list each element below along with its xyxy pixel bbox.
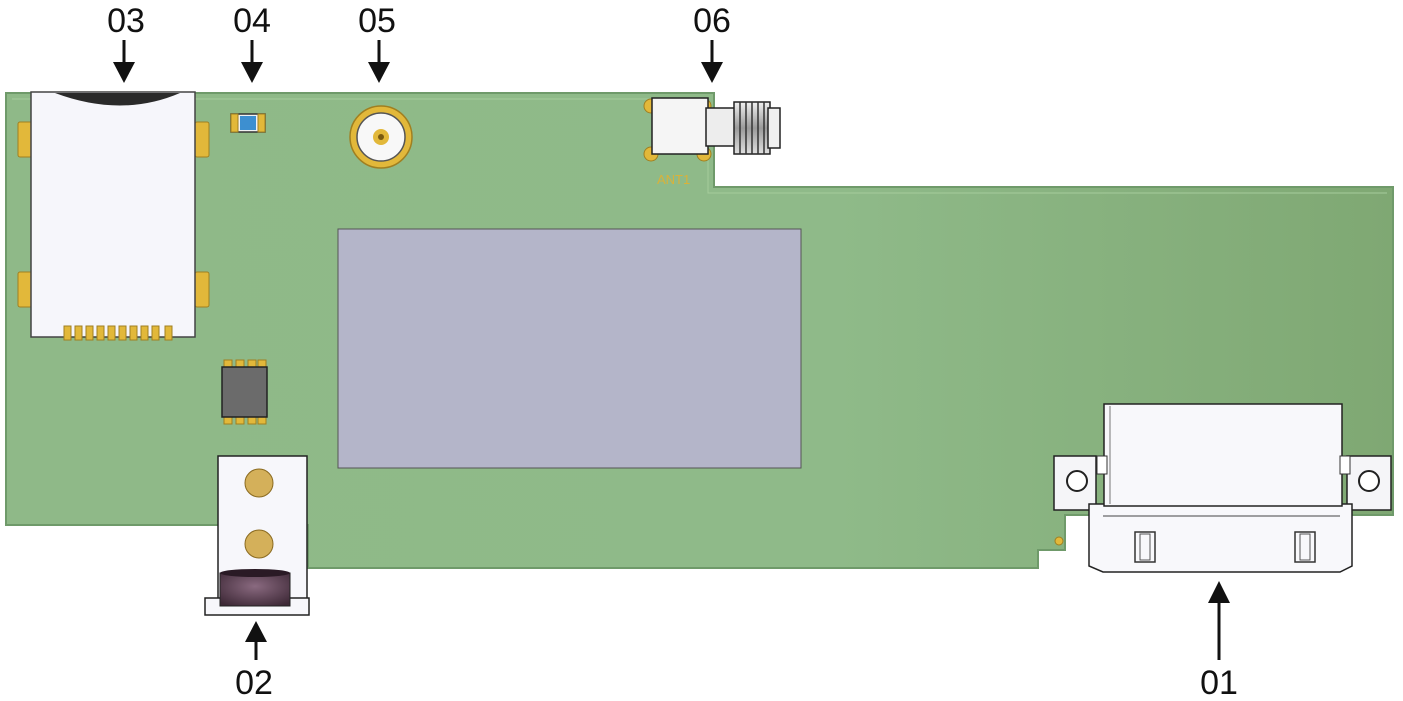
coax-connector	[349, 105, 413, 169]
callout-02: 02	[235, 621, 273, 701]
callout-03-arrow-head	[113, 62, 135, 83]
callout-06: 06	[693, 2, 731, 83]
ant1-silkscreen-label: ANT1	[657, 172, 690, 187]
callout-05-arrow-head	[368, 62, 390, 83]
callout-04-arrow-head	[241, 62, 263, 83]
callout-02-arrow-head	[245, 621, 267, 642]
led	[230, 113, 266, 133]
callout-06-number: 06	[693, 2, 731, 40]
callout-03: 03	[107, 2, 145, 83]
board-via	[1054, 536, 1064, 546]
callout-04-number: 04	[233, 2, 271, 40]
ic-chip	[221, 359, 268, 425]
callout-01: 01	[1200, 581, 1238, 701]
rf-module-shield	[337, 228, 802, 469]
power-jack	[204, 455, 310, 616]
callout-05: 05	[358, 2, 396, 83]
connector-body	[1103, 403, 1343, 507]
sd-card-pins	[63, 325, 173, 341]
callout-06-arrow-head	[701, 62, 723, 83]
sd-card-shell	[30, 91, 196, 338]
callout-03-number: 03	[107, 2, 145, 40]
callout-01-arrow-head	[1208, 581, 1230, 603]
sd-card-slot	[17, 91, 210, 341]
callout-04: 04	[233, 2, 271, 83]
sma-antenna-connector: ANT1	[643, 97, 781, 187]
callout-02-number: 02	[235, 664, 273, 701]
callout-05-number: 05	[358, 2, 396, 40]
callout-01-number: 01	[1200, 664, 1238, 701]
multi-pin-connector	[1053, 403, 1392, 573]
